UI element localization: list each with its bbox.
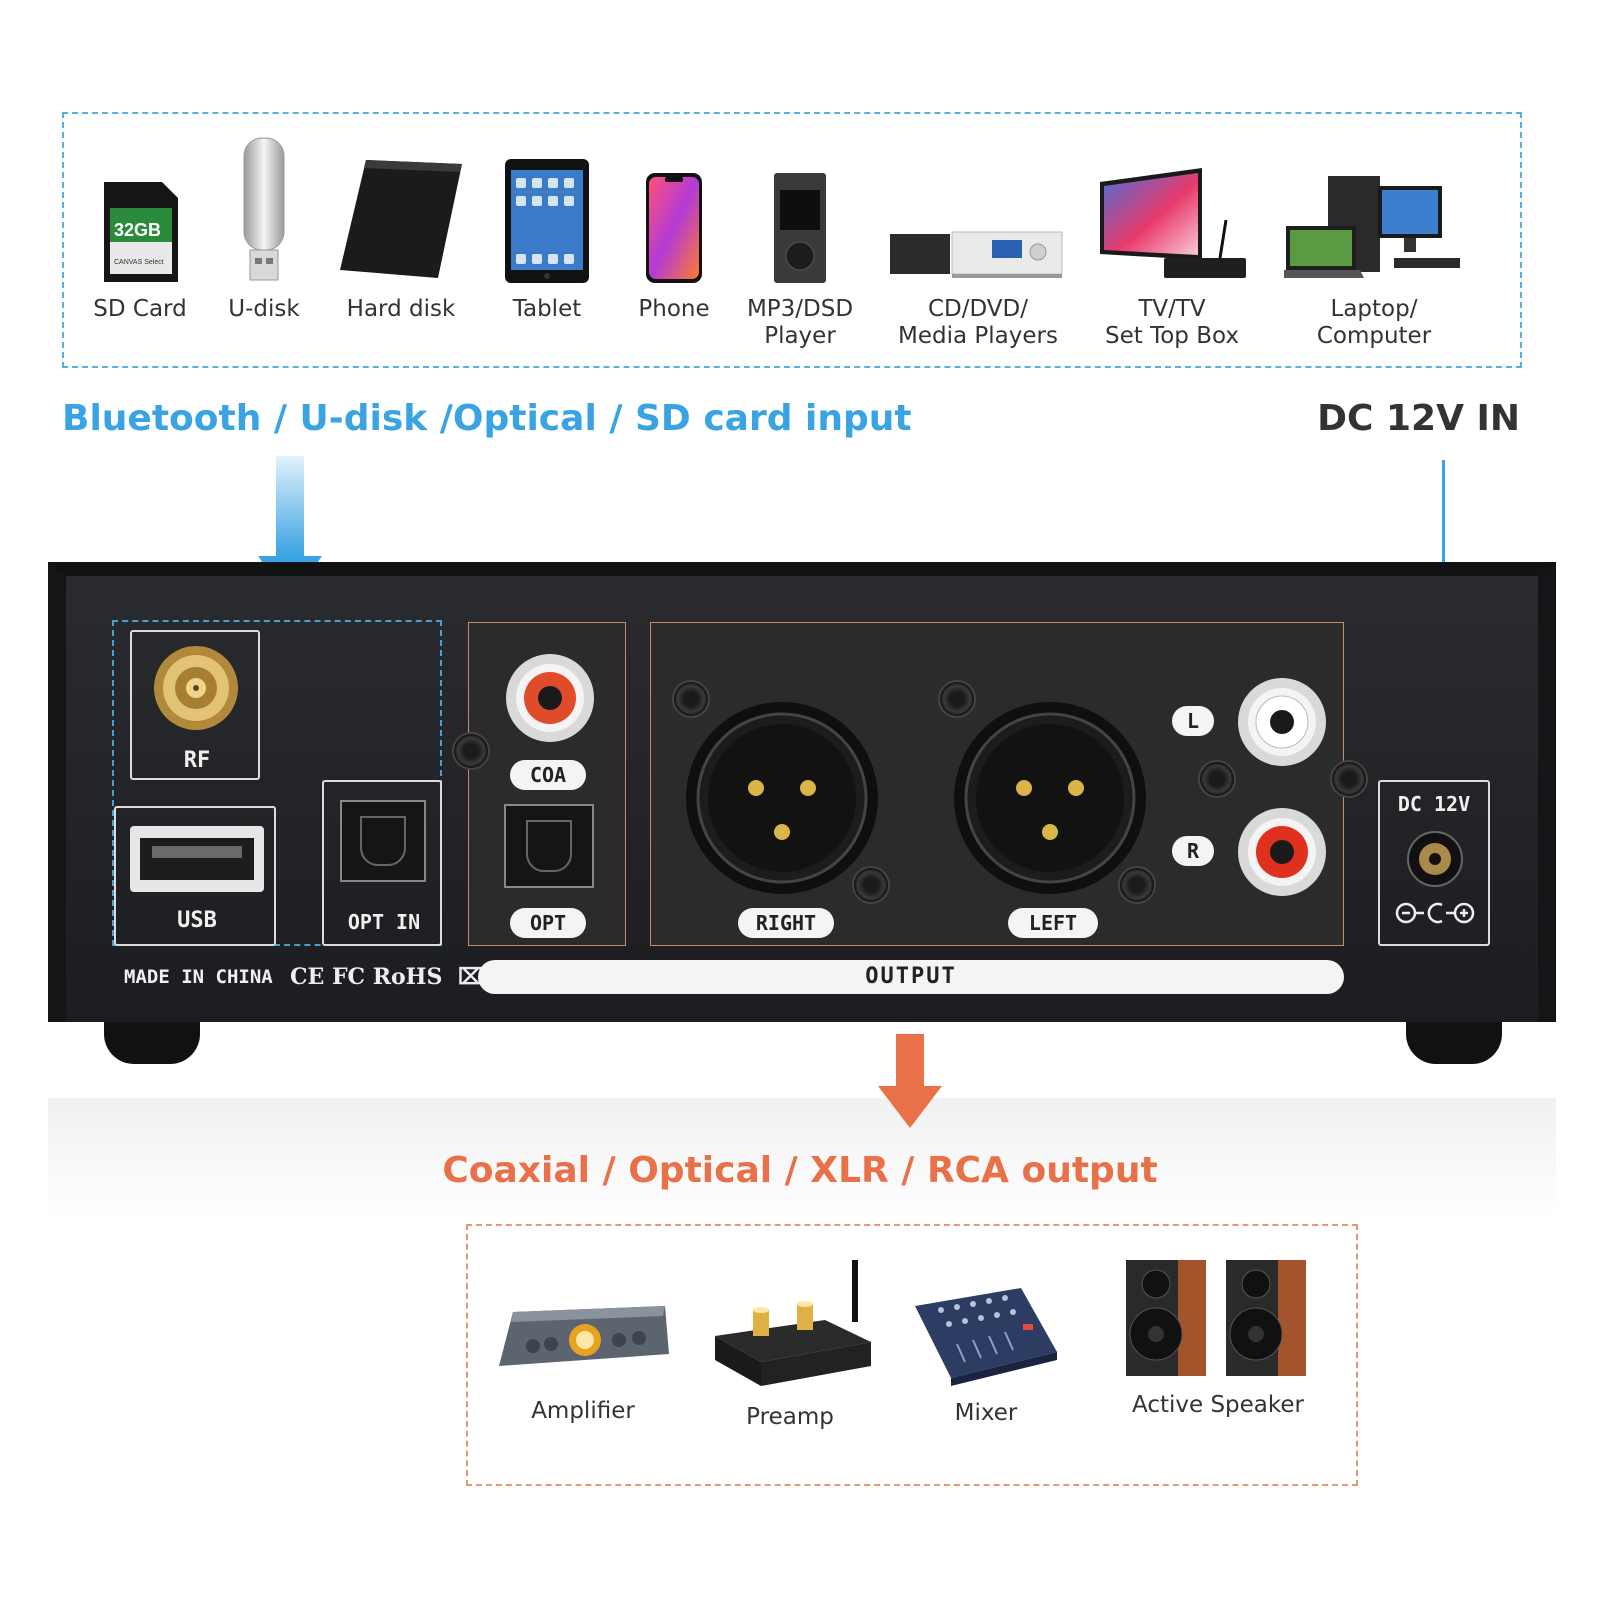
output-mixer: Mixer (906, 1282, 1066, 1426)
output-devices-panel: Amplifier Preamp (466, 1224, 1358, 1486)
usb-port-icon[interactable] (130, 826, 264, 892)
preamp-icon (705, 1250, 875, 1394)
optical-in-port-icon[interactable] (340, 800, 426, 882)
polarity-symbol-icon (1394, 900, 1476, 930)
source-devices-panel: 32GB CANVAS Select SD Card U-disk Hard d… (62, 112, 1522, 368)
source-hard-disk: Hard disk (336, 134, 466, 323)
rca-right-jack-icon[interactable] (1236, 806, 1328, 902)
rubber-foot (104, 1022, 200, 1064)
rf-port-box: RF (130, 630, 260, 780)
source-tv: TV/TV Set Top Box (1092, 134, 1252, 350)
screw-icon (1118, 866, 1156, 904)
optical-output-port-icon[interactable] (504, 804, 594, 888)
mp3-player-icon (773, 134, 827, 284)
mixer-icon (911, 1282, 1061, 1390)
dc-power-jack-icon[interactable] (1406, 830, 1464, 892)
left-label: LEFT (1008, 908, 1098, 938)
media-player-icon (888, 134, 1068, 284)
xlr-right-connector-icon[interactable] (684, 700, 880, 900)
xlr-left-connector-icon[interactable] (952, 700, 1148, 900)
svg-text:32GB: 32GB (114, 220, 161, 240)
svg-text:CANVAS Select: CANVAS Select (114, 259, 164, 266)
speaker-icon (1118, 1254, 1318, 1382)
certification-marks: CE FC RoHS ⌧ (290, 964, 483, 990)
source-label: SD Card (93, 296, 187, 322)
rf-label: RF (183, 748, 211, 773)
source-u-disk: U-disk (214, 134, 314, 323)
right-label: RIGHT (738, 908, 834, 938)
input-title: Bluetooth / U-disk /Optical / SD card in… (62, 398, 912, 439)
source-label: MP3/DSD Player (746, 296, 854, 349)
output-active-speaker: Active Speaker (1098, 1254, 1338, 1418)
usb-port-box: USB (114, 806, 276, 946)
rubber-foot (1406, 1022, 1502, 1064)
output-arrow-icon (878, 1034, 942, 1134)
source-label: Phone (638, 296, 710, 322)
usb-stick-icon (236, 134, 292, 284)
output-label: Preamp (746, 1404, 834, 1430)
source-sd-card: 32GB CANVAS Select SD Card (90, 134, 190, 323)
dc-power-box: DC 12V (1378, 780, 1490, 946)
tv-icon (1092, 134, 1252, 284)
rca-l-label: L (1172, 706, 1214, 736)
made-in-china-label: MADE IN CHINA (124, 966, 273, 988)
source-media-players: CD/DVD/ Media Players (878, 134, 1078, 350)
coa-label: COA (510, 760, 586, 790)
usb-label: USB (177, 908, 217, 933)
opt-label: OPT (510, 908, 586, 938)
screw-icon (672, 680, 710, 718)
source-mp3-player: MP3/DSD Player (740, 134, 860, 350)
rf-antenna-connector-icon[interactable] (152, 644, 240, 736)
opt-in-label: OPT IN (347, 910, 421, 934)
source-label: Laptop/ Computer (1316, 296, 1432, 349)
phone-icon (645, 134, 703, 284)
output-preamp: Preamp (700, 1250, 880, 1430)
dc-title: DC 12V IN (1317, 398, 1520, 439)
rca-left-jack-icon[interactable] (1236, 676, 1328, 772)
rca-r-label: R (1172, 836, 1214, 866)
certification-text: CE FC RoHS (290, 964, 443, 990)
source-label: U-disk (228, 296, 300, 322)
source-label: TV/TV Set Top Box (1105, 296, 1239, 349)
output-label: Amplifier (531, 1398, 635, 1424)
source-label: CD/DVD/ Media Players (898, 296, 1058, 349)
output-title: Coaxial / Optical / XLR / RCA output (442, 1150, 1158, 1191)
source-computer: Laptop/ Computer (1274, 134, 1474, 350)
sd-card-icon: 32GB CANVAS Select (100, 134, 180, 284)
computer-icon (1284, 134, 1464, 284)
screw-icon (938, 680, 976, 718)
output-label: Active Speaker (1131, 1392, 1304, 1418)
output-amplifier: Amplifier (488, 1292, 678, 1424)
output-bar: OUTPUT (478, 960, 1344, 994)
output-label: Mixer (954, 1400, 1018, 1426)
source-label: Tablet (512, 296, 582, 322)
chassis-reflection (48, 1098, 1556, 1218)
hard-disk-icon (336, 134, 466, 284)
source-phone: Phone (624, 134, 724, 323)
dc-label: DC 12V (1397, 792, 1471, 816)
screw-icon (452, 732, 490, 770)
screw-icon (852, 866, 890, 904)
opt-in-port-box: OPT IN (322, 780, 442, 946)
screw-icon (1198, 760, 1236, 798)
source-label: Hard disk (346, 296, 456, 322)
coaxial-output-jack-icon[interactable] (504, 652, 596, 748)
screw-icon (1330, 760, 1368, 798)
amplifier-icon (493, 1292, 673, 1388)
tablet-icon (504, 134, 590, 284)
source-tablet: Tablet (492, 134, 602, 323)
